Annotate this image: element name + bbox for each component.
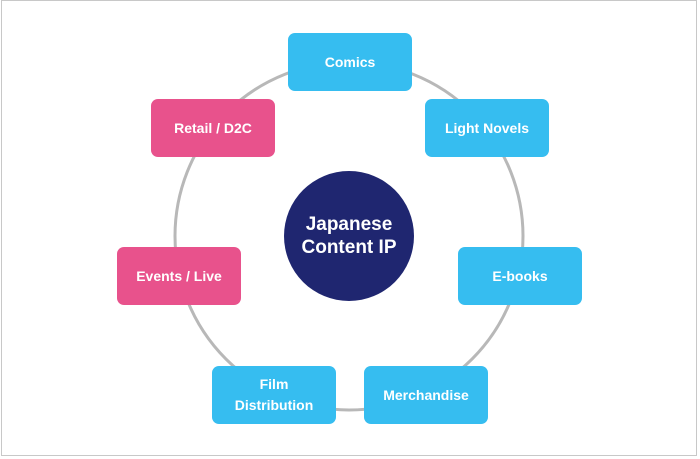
center-label-line1: Japanese (305, 214, 393, 235)
node-label: Retail / D2C (174, 119, 252, 136)
node-label: Light Novels (444, 119, 529, 136)
node-comics: Comics (288, 33, 412, 91)
node-retail-d2c: Retail / D2C (151, 99, 275, 157)
node-label: Events / Live (136, 267, 222, 284)
node-label-line2: Distribution (234, 397, 314, 413)
center-label-line2: Content IP (301, 237, 397, 258)
node-film-distribution: Film Distribution (212, 366, 336, 424)
node-e-books: E-books (458, 247, 582, 305)
node-events-live: Events / Live (117, 247, 241, 305)
node-merchandise: Merchandise (364, 366, 488, 424)
center-hub: Japanese Content IP (284, 171, 414, 301)
node-label: Merchandise (383, 386, 469, 403)
node-light-novels: Light Novels (425, 99, 549, 157)
node-label: Comics (324, 53, 376, 70)
node-label-line1: Film (259, 376, 289, 392)
node-label: E-books (492, 267, 548, 284)
